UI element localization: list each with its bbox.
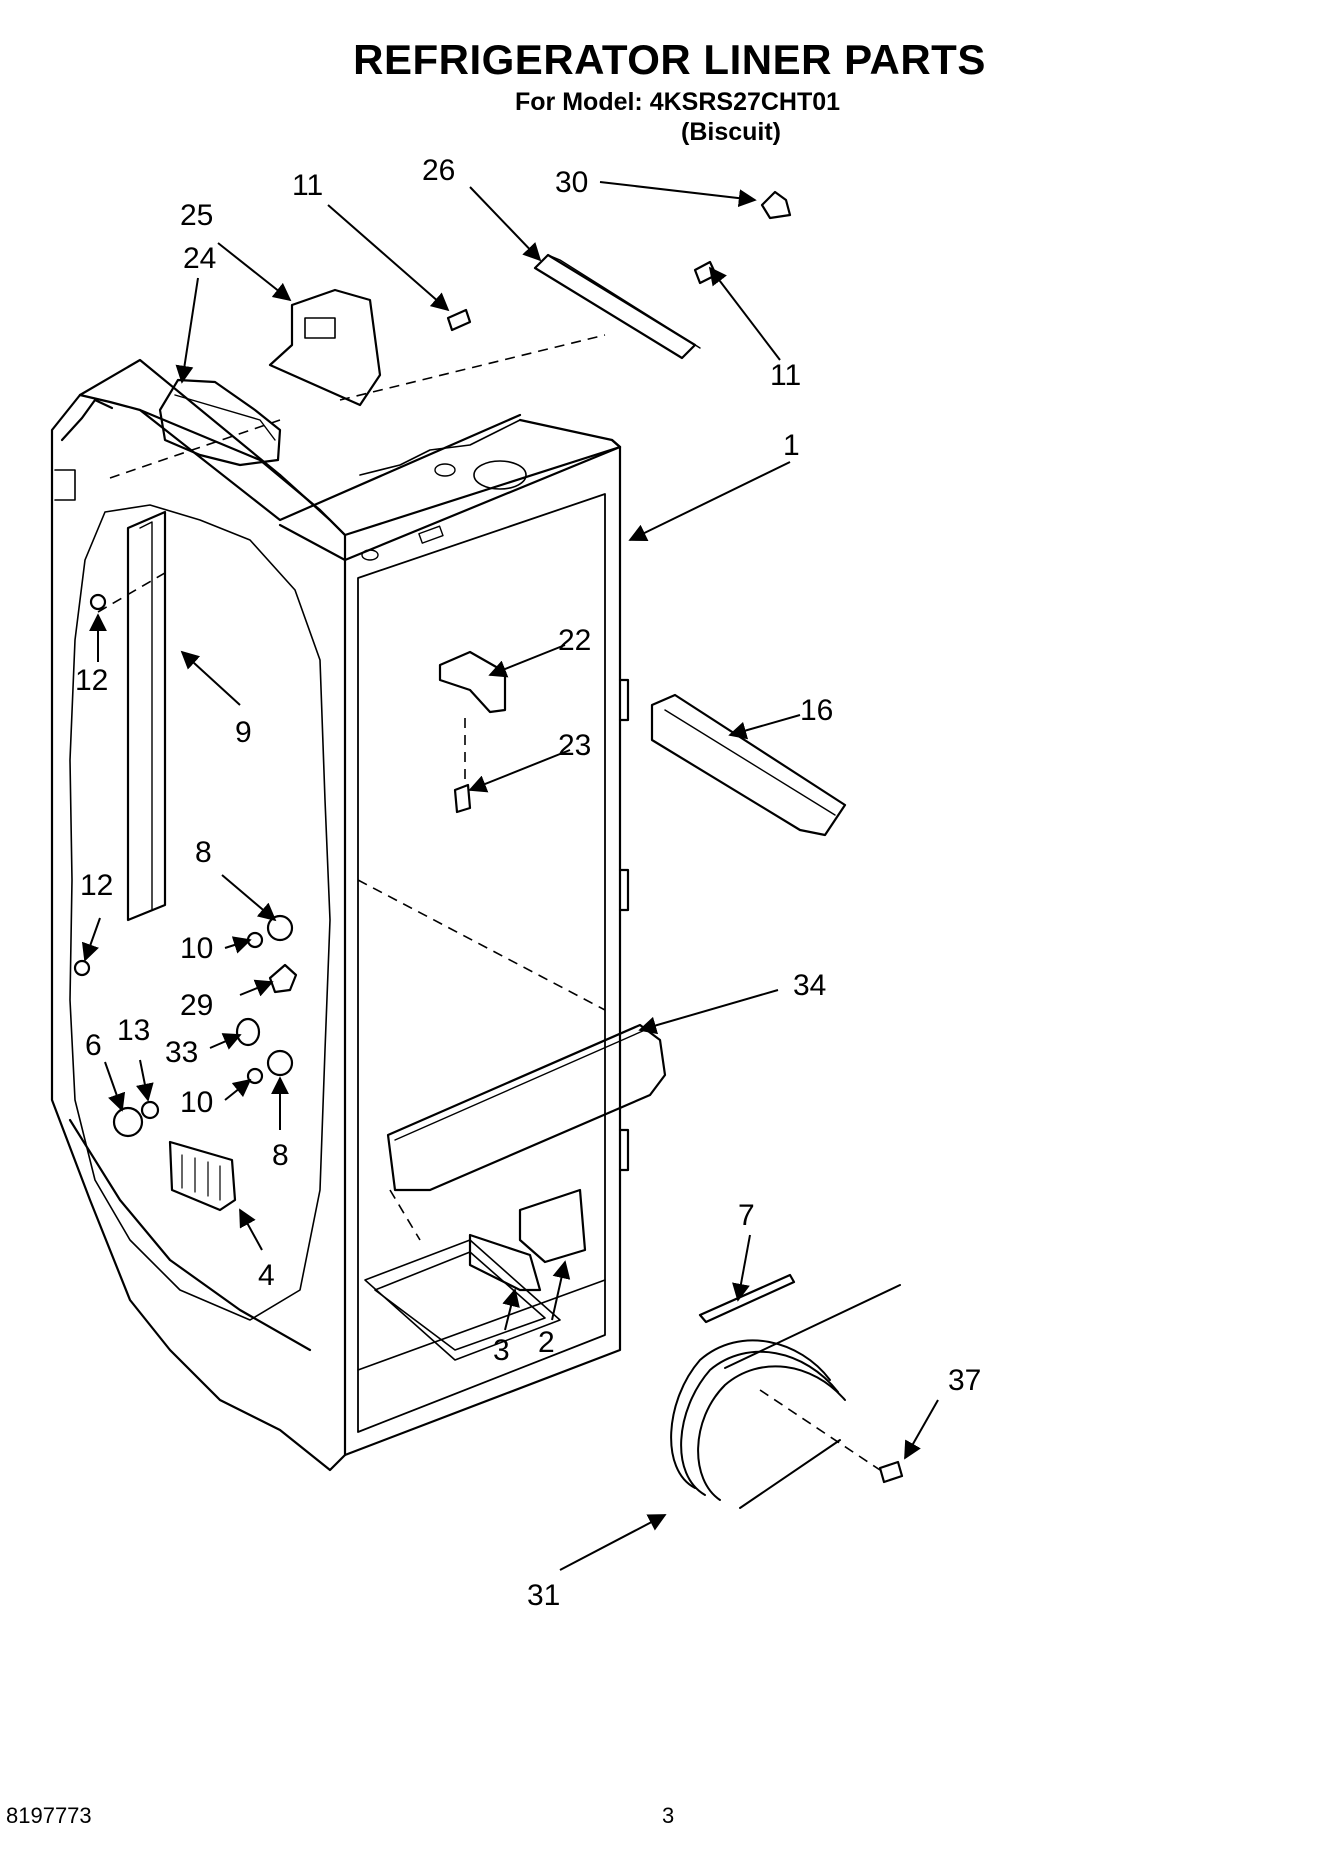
page-number: 3: [662, 1803, 675, 1828]
part-10-screw-a: [246, 931, 264, 949]
part-34-cover: [386, 1023, 667, 1192]
callout-12: 12: [75, 664, 108, 697]
leader-8a: [221, 874, 277, 922]
callout-23: 23: [558, 729, 591, 762]
leader-6: [104, 1061, 126, 1112]
part-26-bracket: [533, 253, 701, 360]
callout-26: 26: [422, 154, 455, 187]
part-3-bracket: [468, 1233, 542, 1292]
page-title: REFRIGERATOR LINER PARTS: [353, 36, 986, 83]
callout-29: 29: [180, 989, 213, 1022]
part-12-screw-b: [73, 959, 91, 977]
leader-29: [239, 979, 274, 997]
callout-31: 31: [527, 1579, 560, 1612]
callout-8: 8: [195, 836, 212, 869]
leader-1: [628, 461, 791, 541]
color-variant: (Biscuit): [681, 118, 781, 146]
part-31-tubing: [670, 1284, 901, 1509]
callout-33: 33: [165, 1036, 198, 1069]
callout-3: 3: [493, 1334, 510, 1367]
part-29-socket: [268, 963, 298, 994]
shelf-rail: [126, 510, 167, 922]
part-23-screw: [453, 783, 472, 814]
part-4-grille: [168, 1140, 237, 1212]
callout-12: 12: [80, 869, 113, 902]
callout-34: 34: [793, 969, 826, 1002]
liner-floor: [357, 1239, 606, 1371]
part-25-cover: [268, 288, 382, 407]
callout-13: 13: [117, 1014, 150, 1047]
leader-10a: [224, 936, 252, 954]
leader-33: [209, 1033, 242, 1050]
part-10-screw-b: [246, 1067, 264, 1085]
callout-6: 6: [85, 1029, 102, 1062]
part-24-housing: [158, 378, 282, 467]
leader-31: [559, 1514, 667, 1571]
part-12-screw-a: [89, 593, 107, 611]
part-7-tie: [698, 1273, 796, 1324]
leader-9: [180, 650, 241, 706]
leader-24: [175, 277, 199, 384]
leader-25: [217, 242, 292, 302]
assembly-line: [97, 569, 171, 613]
callout-7: 7: [738, 1199, 755, 1232]
callout-37: 37: [948, 1364, 981, 1397]
leader-3: [502, 1288, 520, 1331]
liner-front-frame: [343, 445, 630, 1457]
callout-10: 10: [180, 932, 213, 965]
callout-1: 1: [783, 429, 800, 462]
leader-37: [904, 1399, 939, 1460]
leader-16: [728, 714, 801, 740]
leader-11b: [708, 266, 781, 361]
assembly-line: [109, 419, 281, 479]
leader-34: [638, 989, 779, 1035]
leader-10b: [224, 1078, 252, 1101]
part-33-bulb: [235, 1017, 261, 1047]
callout-9: 9: [235, 716, 252, 749]
callout-10: 10: [180, 1086, 213, 1119]
leader-22: [488, 644, 566, 678]
part-11-screw-a: [446, 308, 472, 332]
leader-2: [551, 1260, 571, 1321]
document-number: 8197773: [6, 1803, 92, 1828]
callout-11: 11: [292, 169, 323, 202]
part-6-knob: [112, 1106, 144, 1138]
callout-25: 25: [180, 199, 213, 232]
model-line: For Model: 4KSRS27CHT01: [515, 88, 841, 116]
part-22-bracket: [438, 650, 507, 714]
leader-7: [732, 1234, 751, 1302]
part-8-bushing-b: [266, 1049, 294, 1077]
leader-11a: [327, 204, 450, 312]
part-37-screw: [878, 1460, 904, 1484]
callout-30: 30: [555, 166, 588, 199]
leader-23: [468, 749, 571, 793]
part-13-screw: [140, 1100, 160, 1120]
part-16-slide: [650, 693, 847, 837]
part-8-bushing-a: [266, 914, 294, 942]
callout-2: 2: [538, 1326, 555, 1359]
callout-4: 4: [258, 1259, 275, 1292]
assembly-line: [339, 334, 606, 401]
callout-16: 16: [800, 694, 833, 727]
part-2-bracket: [518, 1188, 587, 1264]
callout-22: 22: [558, 624, 591, 657]
leader-12b: [81, 917, 101, 962]
assembly-line: [389, 1189, 421, 1241]
part-30-clip: [760, 190, 792, 220]
callout-11: 11: [770, 359, 801, 392]
callout-8: 8: [272, 1139, 289, 1172]
leader-13: [135, 1059, 154, 1102]
leader-30: [599, 181, 757, 208]
liner-top: [78, 358, 622, 562]
leader-4: [239, 1208, 263, 1251]
leader-26: [469, 186, 542, 262]
assembly-line: [357, 879, 606, 1011]
assembly-line: [759, 1389, 881, 1471]
callout-24: 24: [183, 242, 216, 275]
